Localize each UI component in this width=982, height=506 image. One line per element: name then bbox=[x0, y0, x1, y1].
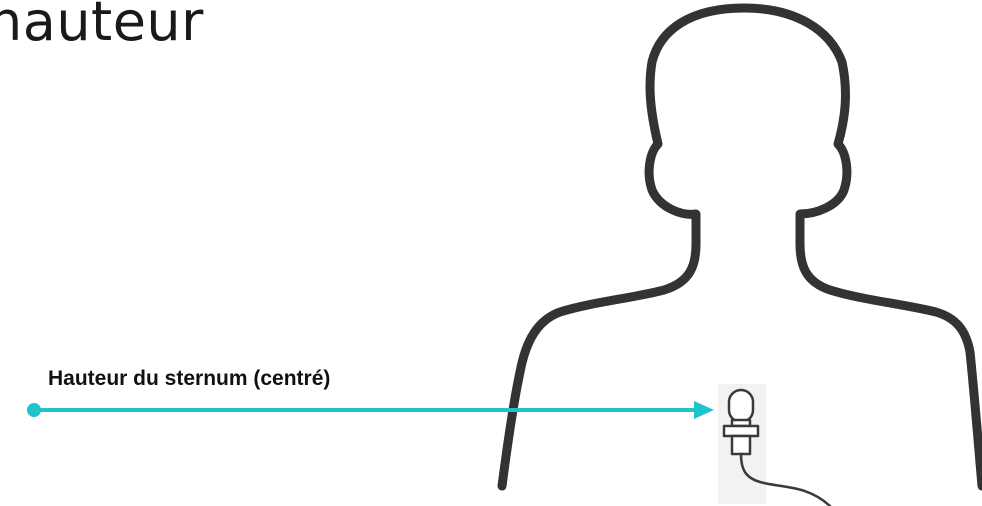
sternum-height-label: Hauteur du sternum (centré) bbox=[48, 367, 330, 391]
sternum-height-arrow bbox=[27, 401, 714, 419]
arrow-head-icon bbox=[694, 401, 714, 419]
lavalier-microphone-icon bbox=[724, 390, 830, 506]
